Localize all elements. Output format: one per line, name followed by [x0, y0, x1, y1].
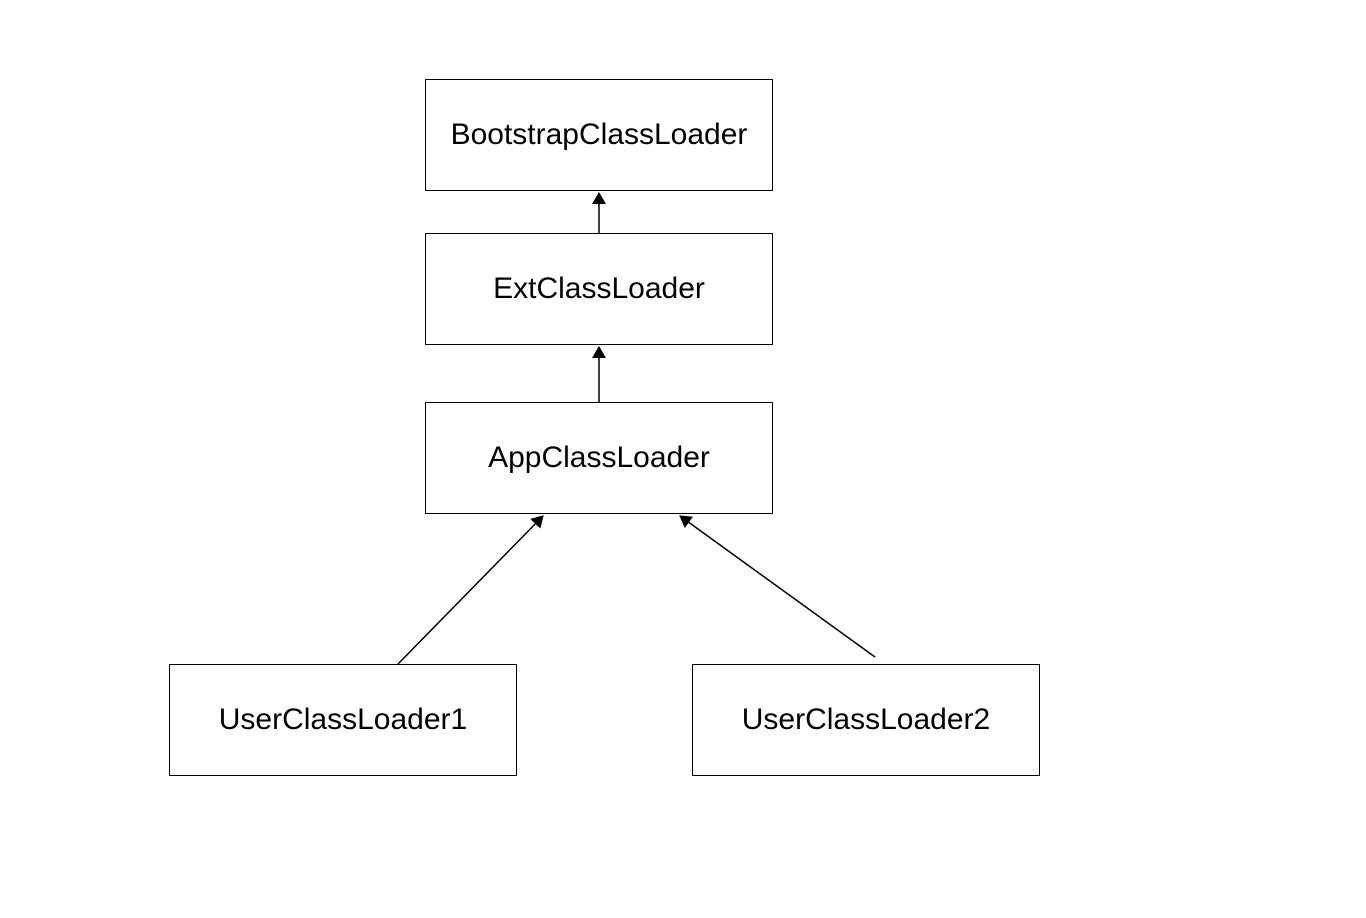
edge-user2-to-app: [679, 515, 876, 658]
node-user-class-loader-2: UserClassLoader2: [692, 664, 1040, 776]
node-label: BootstrapClassLoader: [450, 118, 748, 151]
node-label: UserClassLoader1: [218, 703, 468, 736]
node-user-class-loader-1: UserClassLoader1: [169, 664, 517, 776]
node-label: ExtClassLoader: [493, 272, 705, 305]
node-label: AppClassLoader: [488, 441, 710, 474]
node-label: UserClassLoader2: [741, 703, 991, 736]
node-bootstrap-class-loader: BootstrapClassLoader: [425, 79, 773, 191]
edge-user1-to-app: [397, 515, 544, 665]
node-ext-class-loader: ExtClassLoader: [425, 233, 773, 345]
node-app-class-loader: AppClassLoader: [425, 402, 773, 514]
